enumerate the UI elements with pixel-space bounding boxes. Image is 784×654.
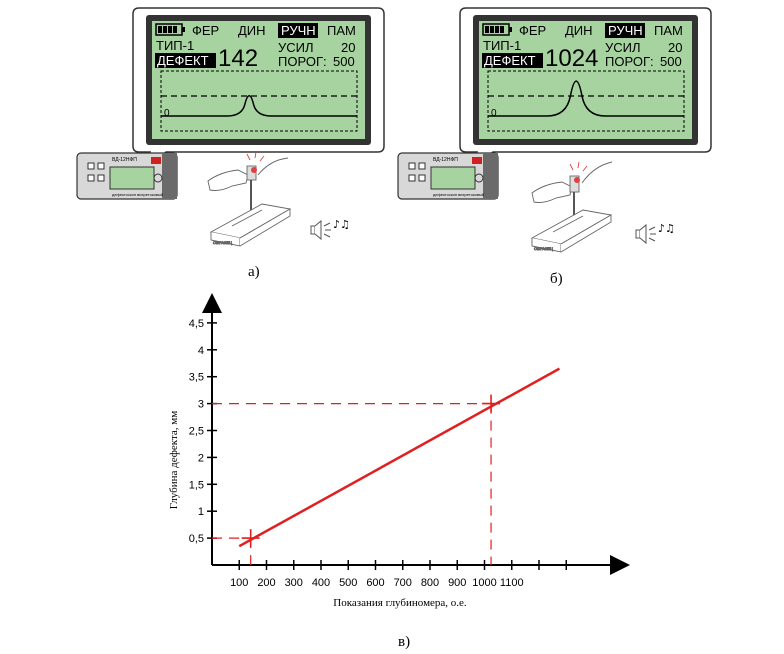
- battery-icon: [482, 23, 512, 36]
- panel-b: ФЕР ДИН РУЧН ПАМ ТИП-1 ДЕФЕКТ 1024 УСИЛ …: [397, 7, 712, 287]
- gain-label-b: УСИЛ: [605, 40, 641, 55]
- sample-label-b: ОБРАЗЕЦ: [534, 246, 553, 251]
- gain-value-a: 20: [341, 40, 355, 55]
- sound-icon-b: ♪♫: [635, 222, 675, 245]
- device-caption-b: дефектоскоп вихретоковый: [433, 192, 484, 197]
- x-tick-label: 300: [285, 577, 303, 589]
- mode-din-a: ДИН: [238, 23, 266, 38]
- caption-a: а): [248, 264, 260, 280]
- y-tick-label: 1: [198, 506, 204, 518]
- signal-trace-b: [488, 80, 684, 117]
- battery-icon: [155, 23, 185, 36]
- y-tick-label: 4: [198, 345, 204, 357]
- caption-c: в): [398, 634, 410, 650]
- series-lines: [238, 367, 561, 548]
- y-tick-label: 0,5: [189, 533, 204, 545]
- caption-b: б): [550, 271, 563, 287]
- x-ticks: 100 200 300 400 500 600 700 800 900 1000 1100: [230, 560, 567, 589]
- mode-manual-b: РУЧН: [608, 23, 643, 38]
- signal-trace-a: [161, 95, 357, 117]
- mode-manual-a: РУЧН: [281, 23, 316, 38]
- svg-text:♪♫: ♪♫: [658, 222, 675, 235]
- type-label-a: ТИП-1: [156, 38, 194, 53]
- x-tick-label: 600: [366, 577, 384, 589]
- y-tick-label: 3,5: [189, 372, 204, 384]
- flaw-detector-device-b: ВД-12НФП дефектоскоп вихретоковый: [397, 152, 499, 200]
- reading-a: 142: [218, 45, 258, 72]
- test-sample-b: ОБРАЗЕЦ: [530, 209, 613, 253]
- sample-label-a: ОБРАЗЕЦ: [213, 240, 232, 245]
- y-tick-label: 2,5: [189, 426, 204, 438]
- threshold-value-b: 500: [660, 54, 682, 69]
- x-tick-label: 400: [312, 577, 330, 589]
- x-axis-label: Показания глубиномера, о.е.: [333, 597, 467, 609]
- x-tick-label: 1100: [500, 577, 524, 589]
- flaw-detector-device-a: ВД-12НФП дефектоскоп вихретоковый: [76, 152, 178, 200]
- gain-label-a: УСИЛ: [278, 40, 314, 55]
- threshold-label-a: ПОРОГ:: [278, 54, 327, 69]
- x-tick-label: 900: [448, 577, 466, 589]
- y-ticks: 0,5 1 1,5 2 2,5 3 3,5 4 4,5: [189, 318, 217, 545]
- probe-hand-a: [207, 151, 289, 214]
- calibration-line: [238, 367, 561, 548]
- defect-label-b: ДЕФЕКТ: [484, 53, 536, 68]
- svg-text:♪♫: ♪♫: [333, 218, 350, 231]
- marker-crosses: [241, 394, 501, 548]
- y-tick-label: 2: [198, 452, 204, 464]
- mode-mem-b: ПАМ: [654, 23, 683, 38]
- x-tick-label: 100: [230, 577, 248, 589]
- sound-icon-a: ♪♫: [310, 218, 350, 241]
- zero-label-a: 0: [164, 108, 170, 119]
- mode-fer-a: ФЕР: [192, 23, 219, 38]
- panel-a: ФЕР ДИН РУЧН ПАМ ТИП-1 ДЕФЕКТ 142 УСИЛ 2…: [76, 7, 385, 280]
- x-tick-label: 800: [421, 577, 439, 589]
- x-tick-label: 700: [394, 577, 412, 589]
- device-title-b: ВД-12НФП: [433, 157, 458, 163]
- test-sample-a: ОБРАЗЕЦ: [209, 203, 292, 247]
- threshold-label-b: ПОРОГ:: [605, 54, 654, 69]
- y-tick-label: 3: [198, 399, 204, 411]
- threshold-value-a: 500: [333, 54, 355, 69]
- device-title-a: ВД-12НФП: [112, 157, 137, 163]
- mode-fer-b: ФЕР: [519, 23, 546, 38]
- reading-b: 1024: [545, 45, 598, 72]
- zero-label-b: 0: [491, 108, 497, 119]
- mode-mem-a: ПАМ: [327, 23, 356, 38]
- calibration-chart: 100 200 300 400 500 600 700 800 900 1000 1100 0,5 1…: [168, 293, 630, 609]
- x-tick-label: 500: [339, 577, 357, 589]
- y-axis-label: Глубина дефекта, мм: [168, 411, 180, 509]
- x-tick-label: 1000: [472, 577, 496, 589]
- gain-value-b: 20: [668, 40, 682, 55]
- device-caption-a: дефектоскоп вихретоковый: [112, 192, 163, 197]
- defect-label-a: ДЕФЕКТ: [157, 53, 209, 68]
- y-tick-label: 1,5: [189, 479, 204, 491]
- x-tick-label: 200: [257, 577, 275, 589]
- y-tick-label: 4,5: [189, 318, 204, 330]
- type-label-b: ТИП-1: [483, 38, 521, 53]
- mode-din-b: ДИН: [565, 23, 593, 38]
